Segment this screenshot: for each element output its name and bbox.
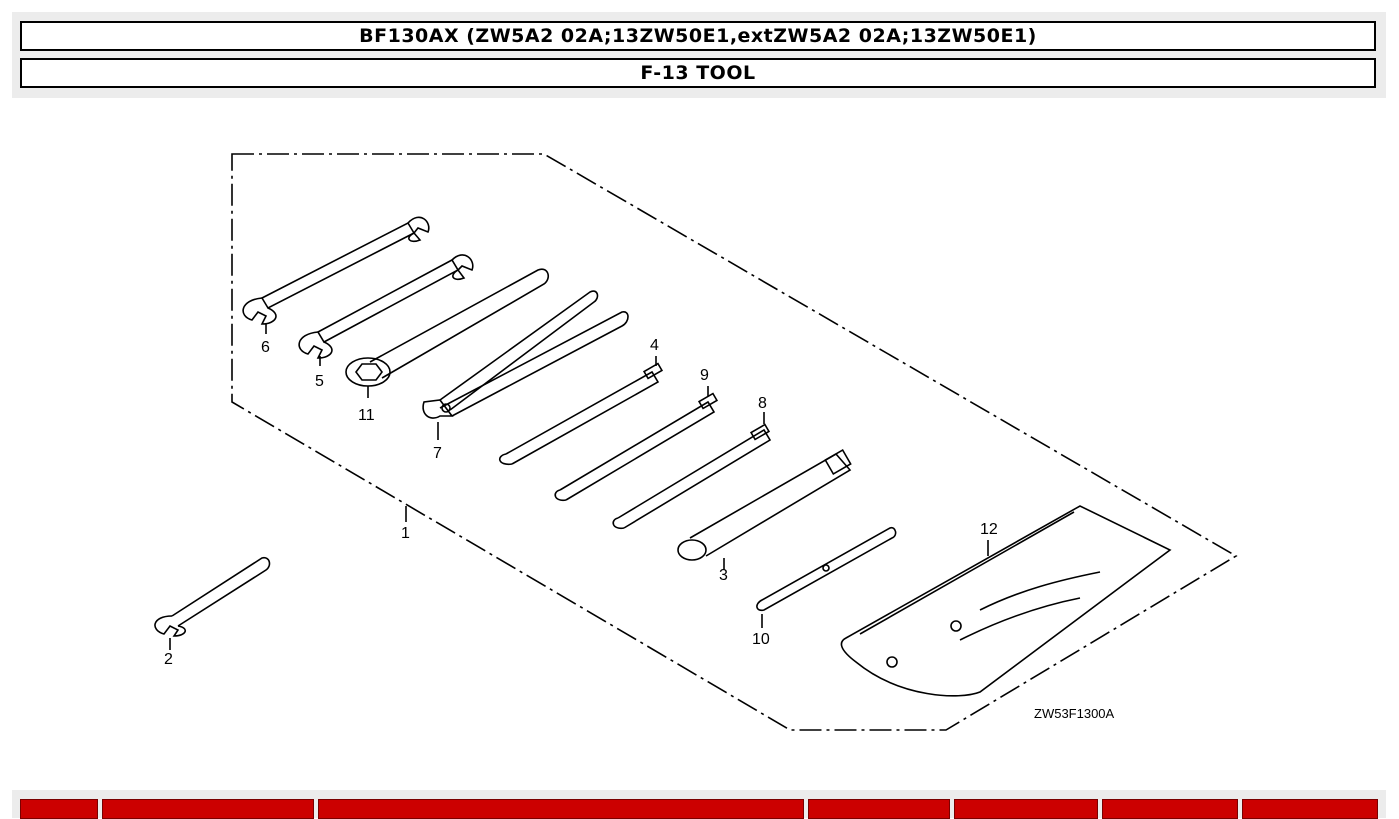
callout-8: 8 [758,395,767,412]
model-title: BF130AX (ZW5A2 02A;13ZW50E1,extZW5A2 02A… [20,21,1376,51]
pliers-7-icon [422,290,629,419]
parts-table-header [12,790,1386,819]
socket-wrench-3-icon [677,448,852,561]
screwdriver-4-icon [499,362,664,466]
screwdriver-8-icon [612,423,772,530]
table-col-4[interactable] [808,799,950,819]
table-col-1[interactable] [20,799,98,819]
callout-12: 12 [980,521,998,538]
callout-1: 1 [401,525,410,542]
table-col-7[interactable] [1242,799,1378,819]
parts-diagram: 1 2 3 4 5 6 7 8 9 10 11 12 ZW53F1300A [154,153,1238,731]
table-col-3[interactable] [318,799,804,819]
header: BF130AX (ZW5A2 02A;13ZW50E1,extZW5A2 02A… [12,12,1386,98]
table-col-5[interactable] [954,799,1098,819]
table-col-2[interactable] [102,799,314,819]
callout-2: 2 [164,651,173,668]
box-wrench-11-icon [345,268,550,387]
wrench-2-icon [154,556,271,637]
handle-bar-10-icon [756,526,897,612]
table-col-6[interactable] [1102,799,1238,819]
wrench-5-icon [298,254,474,359]
tool-bag-12-icon [840,505,1172,697]
wrench-6-icon [242,216,430,325]
section-title: F-13 TOOL [20,58,1376,88]
callout-9: 9 [700,367,709,384]
drawing-code: ZW53F1300A [1034,706,1115,721]
callout-10: 10 [752,631,770,648]
callout-4: 4 [650,337,659,354]
callout-3: 3 [719,567,728,584]
kit-outline [231,153,1238,731]
callout-7: 7 [433,445,442,462]
screwdriver-9-icon [554,392,719,502]
callout-5: 5 [315,373,324,390]
callout-11: 11 [358,407,375,424]
callout-6: 6 [261,339,270,356]
